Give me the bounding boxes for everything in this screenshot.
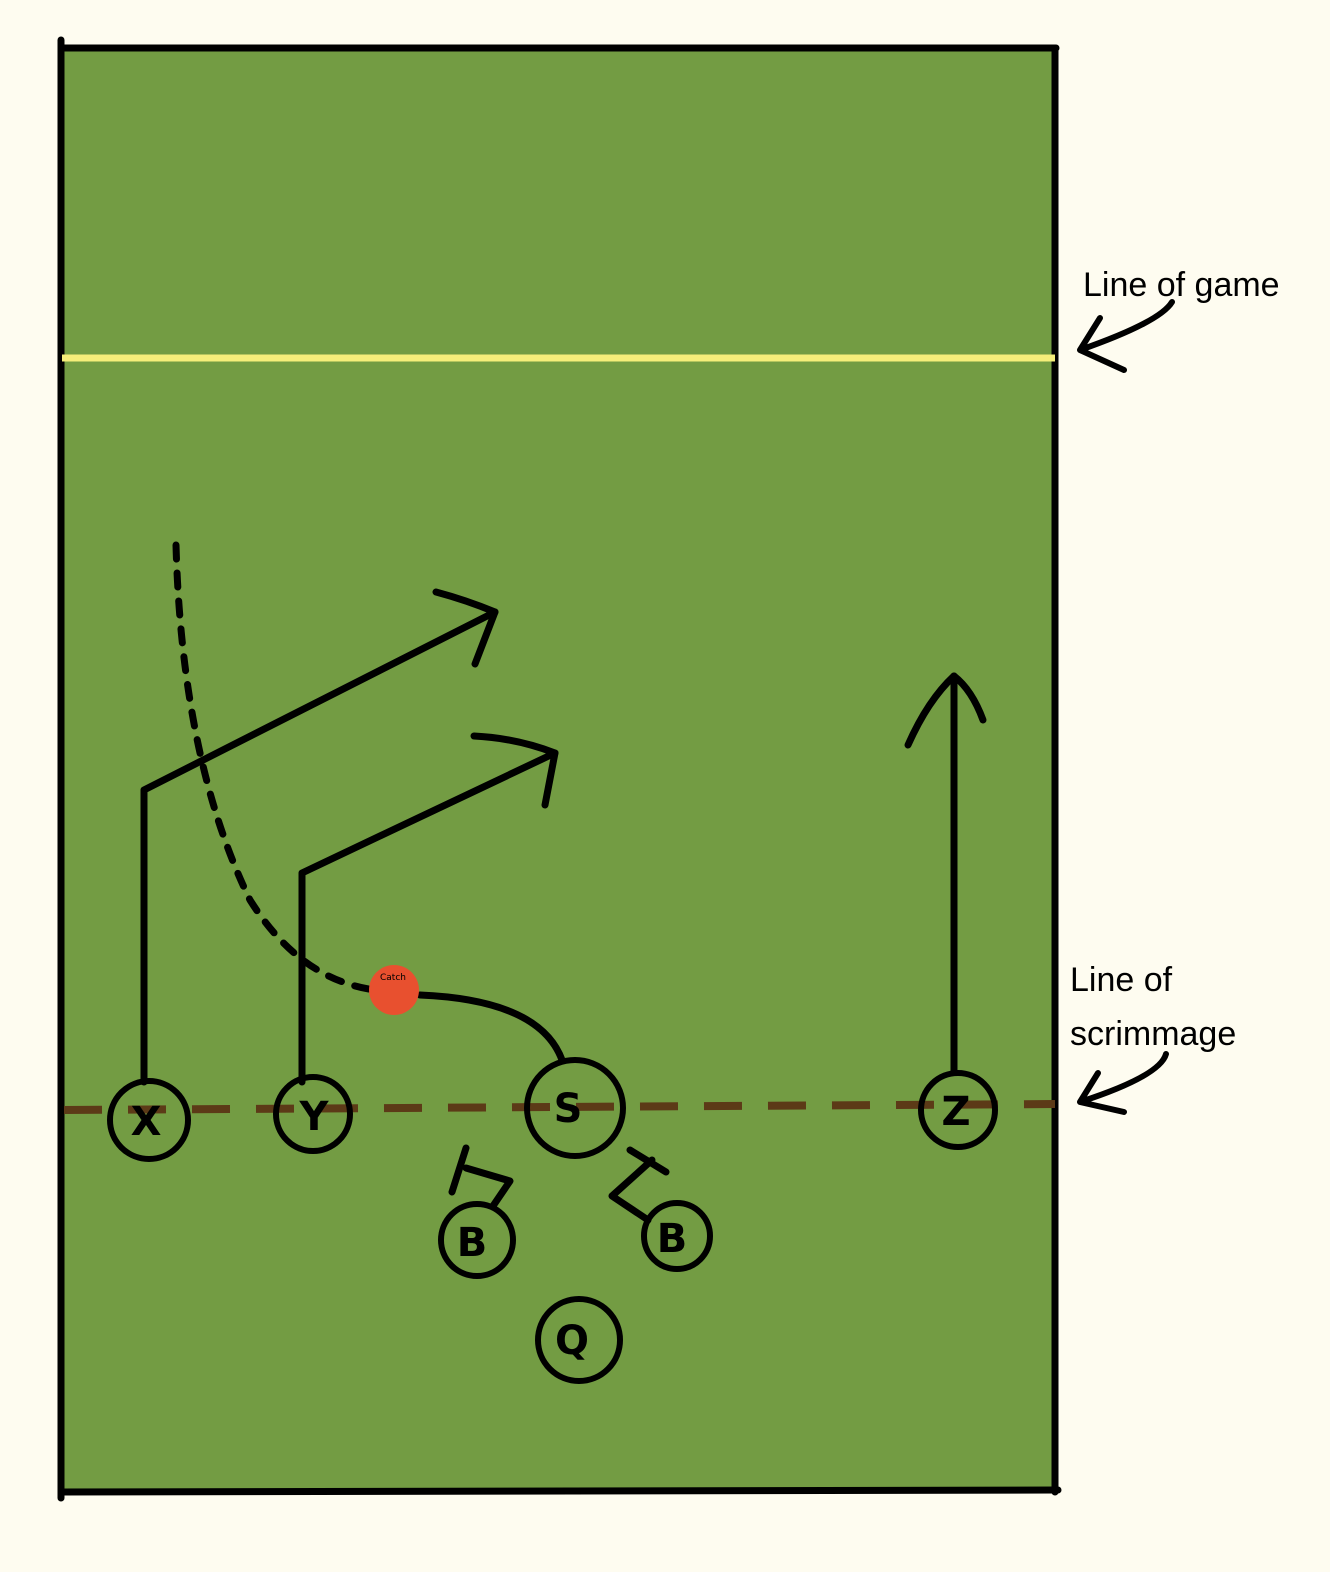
player-z-circle — [918, 1070, 998, 1150]
player-b-right-label: B — [657, 1216, 688, 1262]
y-route — [298, 749, 559, 1086]
players — [107, 1057, 998, 1384]
b-left-block — [448, 1144, 514, 1210]
z-route-arrowhead-icon — [904, 672, 987, 749]
catch-label: Catch — [380, 973, 406, 983]
x-route — [140, 608, 499, 1086]
player-s-label: S — [554, 1086, 583, 1132]
player-labels: X Y S Z B B Q — [131, 1086, 971, 1364]
player-b-left-circle — [438, 1201, 516, 1279]
field — [62, 48, 1056, 1490]
line-of-scrimmage — [63, 1100, 1056, 1114]
routes — [140, 541, 987, 1224]
player-x-circle — [107, 1078, 191, 1162]
player-z-label: Z — [941, 1089, 970, 1135]
x-route-arrowhead-icon — [432, 588, 499, 668]
line-of-scrimmage-pointer-arrow-icon — [1077, 1051, 1169, 1115]
field-border — [57, 36, 1062, 1502]
player-y-circle — [273, 1074, 353, 1154]
player-b-left-label: B — [457, 1220, 488, 1266]
player-b-right-circle — [641, 1200, 713, 1272]
line-of-scrimmage-label-line2: scrimmage — [1070, 1015, 1236, 1053]
ball-catch-point — [369, 965, 419, 1015]
line-of-game-pointer-arrow-icon — [1077, 299, 1175, 373]
player-y-label: Y — [299, 1094, 330, 1140]
ball-path — [172, 541, 379, 994]
player-q-label: Q — [555, 1318, 589, 1364]
b-right-block — [608, 1146, 670, 1224]
player-q-circle — [535, 1296, 623, 1384]
y-route-arrowhead-icon — [470, 732, 559, 809]
player-s-circle — [524, 1057, 626, 1159]
s-route — [416, 991, 566, 1064]
line-of-game-label: Line of game — [1083, 266, 1280, 304]
player-x-label: X — [131, 1099, 162, 1145]
line-of-scrimmage-label-line1: Line of — [1070, 961, 1173, 999]
